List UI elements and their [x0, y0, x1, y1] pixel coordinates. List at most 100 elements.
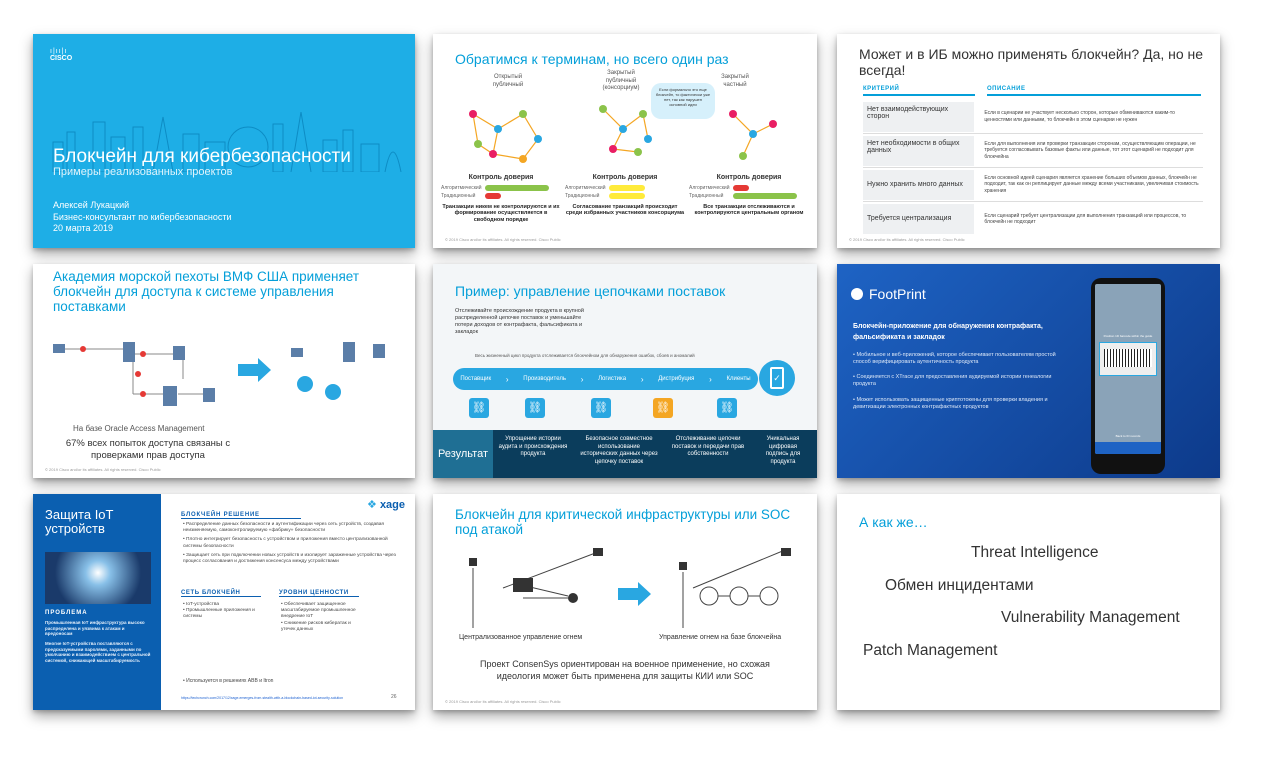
slide8-title: Блокчейн для критической инфраструктуры … — [455, 507, 791, 537]
type-label-private: Закрытый частный — [721, 74, 749, 88]
stage-manufacturer: Производитель — [523, 376, 566, 382]
result-item: Отслеживание цепочки поставок и передачи… — [671, 436, 745, 457]
problem-heading: ПРОБЛЕМА — [45, 610, 88, 616]
centralized-caption: Централизованное управление огнем — [459, 634, 583, 641]
value-heading: УРОВНИ ЦЕННОСТИ — [279, 590, 359, 597]
network-item: Промышленные приложения и системы — [183, 608, 255, 620]
lifecycle-caption: Весь жизненный цикл продукта отслеживает… — [475, 353, 695, 358]
mobile-verify-icon: ✓ — [759, 360, 795, 396]
table-row: Нет взаимодействующих сторон Если в сцен… — [863, 100, 1203, 134]
value-list: • Обеспечивает защищенное масштабируемое… — [281, 602, 356, 632]
used-in-note: • Используется в решениях ABB и Itron — [183, 678, 274, 684]
criteria-table: Нет взаимодействующих сторон Если в сцен… — [863, 100, 1203, 236]
barcode-scan-area — [1099, 342, 1157, 376]
slide2-title: Обратимся к терминам, но всего один раз — [455, 51, 729, 67]
slide-what-about[interactable]: А как же… Threat Intelligence Обмен инци… — [837, 494, 1220, 710]
slide-footer: © 2019 Cisco and/or its affiliates. All … — [849, 237, 965, 242]
column-header-description: ОПИСАНИЕ — [987, 86, 1201, 96]
access-architecture-diagram — [53, 342, 385, 406]
value-item: Снижение рисков кибератак и утечек данны… — [281, 620, 351, 632]
slide5-intro: Отслеживайте происхождение продукта в кр… — [455, 308, 584, 336]
slide3-title: Может и в ИБ можно применять блокчейн? Д… — [859, 46, 1204, 79]
algo-bar — [485, 185, 549, 192]
slide-footprint[interactable]: FootPrint Блокчейн-приложение для обнару… — [837, 264, 1220, 478]
consensys-note: Проект ConsenSys ориентирован на военное… — [480, 659, 770, 682]
slide-critical-infrastructure[interactable]: Блокчейн для критической инфраструктуры … — [433, 494, 817, 710]
slide9-title: А как же… — [859, 514, 928, 530]
bullet-item: Мобильное и веб-приложений, которое обес… — [853, 352, 1056, 366]
chain-link-icon: ⛓ — [525, 398, 545, 418]
slide4-title: Академия морской пехоты ВМФ США применяе… — [53, 269, 360, 314]
solution-item: Плотно интегрирует безопасность с устрой… — [183, 537, 388, 549]
results-band: Результат Упрощение истории аудита и про… — [433, 430, 817, 478]
source-link[interactable]: https://techcrunch.com/2017/12/xage-emer… — [181, 696, 344, 700]
slide-iot-protection[interactable]: Защита IoT устройств ПРОБЛЕМА Промышленн… — [33, 494, 415, 710]
solution-list: • Распределение данных безопасности и ау… — [183, 522, 396, 565]
slide1-subtitle: Примеры реализованных проектов — [53, 166, 233, 178]
slide-terms[interactable]: Обратимся к терминам, но всего один раз … — [433, 34, 817, 248]
table-row: Требуется централизация Если сценарий тр… — [863, 202, 1203, 236]
chain-link-icon: ⛓ — [717, 398, 737, 418]
stage-pipeline: Поставщик › Производитель › Логистика › … — [453, 368, 758, 390]
slide-title[interactable]: ı|ıı|ı CISCO Блокчейн для кибербезопасно… — [33, 34, 415, 248]
table-row: Нужно хранить много данных Если основной… — [863, 168, 1203, 202]
column-header-criteria: КРИТЕРИЙ — [863, 86, 975, 96]
solution-heading: БЛОКЧЕЙН РЕШЕНИЕ — [181, 512, 301, 519]
stage-supplier: Поставщик — [460, 376, 492, 382]
solution-item: Распределение данных безопасности и ауте… — [183, 522, 384, 534]
topic-incident-exchange: Обмен инцидентами — [885, 577, 1034, 594]
phone-screen: Position 1D barcode within the guide Bac… — [1095, 284, 1161, 454]
topic-patch-management: Patch Management — [863, 642, 998, 659]
slide-supply-chain[interactable]: Пример: управление цепочками поставок От… — [433, 264, 817, 478]
slide1-author-block: Алексей Лукацкий Бизнес-консультант по к… — [53, 200, 232, 235]
topic-threat-intelligence: Threat Intelligence — [971, 544, 1099, 561]
trad-bar — [485, 193, 501, 200]
stage-logistics: Логистика — [598, 376, 627, 382]
result-item: Упрощение истории аудита и происхождения… — [498, 436, 568, 457]
value-item: Обеспечивает защищенное масштабируемое п… — [281, 602, 356, 620]
problem-item: Промышленная IoT инфраструктура высоко р… — [45, 620, 145, 637]
slide-marines-academy[interactable]: Академия морской пехоты ВМФ США применяе… — [33, 264, 415, 478]
footprint-brand: FootPrint — [869, 286, 926, 302]
trad-bar — [733, 193, 797, 200]
scan-instruction: Position 1D barcode within the guide — [1103, 334, 1153, 338]
phone-tabbar — [1095, 442, 1161, 454]
trust-control-private: Контроль доверия Алгоритмический Традици… — [689, 174, 804, 217]
problem-list: Промышленная IoT инфраструктура высоко р… — [45, 620, 153, 663]
algo-bar — [609, 185, 645, 192]
slide-applicability[interactable]: Может и в ИБ можно применять блокчейн? Д… — [837, 34, 1220, 248]
bullet-item: Может использовать защищенные криптотоке… — [853, 396, 1048, 410]
algo-bar — [733, 185, 749, 192]
slide7-title: Защита IoT устройств — [45, 507, 114, 537]
barcode-icon — [1104, 349, 1152, 367]
slide1-title: Блокчейн для кибербезопасности — [53, 146, 351, 167]
cisco-logo: ı|ıı|ı CISCO — [50, 48, 73, 62]
presentation-date: 20 марта 2019 — [53, 223, 114, 234]
slide6-heading: Блокчейн-приложение для обнаружения конт… — [853, 323, 1043, 341]
bullet-item: Соединяется с XTrace для предоставления … — [853, 374, 1052, 388]
phone-mockup: Position 1D barcode within the guide Bac… — [1091, 278, 1165, 474]
solution-item: Защищает сеть при подключении новых устр… — [183, 552, 396, 565]
network-heading: СЕТЬ БЛОКЧЕЙН — [181, 590, 261, 597]
trad-bar — [609, 193, 645, 200]
speech-bubble: Если формально это еще блокчейн, то факт… — [651, 83, 715, 119]
slide4-caption: На базе Oracle Access Management — [73, 424, 205, 433]
slide4-statistic: 67% всех попыток доступа связаны с прове… — [65, 438, 231, 462]
trust-control-open: Контроль доверия Алгоритмический Традици… — [441, 174, 560, 224]
stage-clients: Клиенты — [726, 376, 751, 382]
author-name: Алексей Лукацкий — [53, 200, 130, 210]
page-number: 26 — [391, 694, 397, 700]
city-skyline-illustration — [52, 112, 402, 172]
xage-logo: ❖ xage — [367, 499, 406, 511]
topic-vulnerability-management: Vulnerability Management — [1001, 609, 1180, 626]
network-list: • IoT-устройства • Промышленные приложен… — [183, 602, 255, 620]
blockchain-caption: Управление огнем на базе блокчейна — [659, 634, 782, 641]
type-label-consortium: Закрытый публичный (консорциум) — [602, 70, 640, 91]
back-link[interactable]: Back to ID records — [1115, 434, 1141, 438]
slide-footer: © 2019 Cisco and/or its affiliates. All … — [445, 237, 561, 242]
table-row: Нет необходимости в общих данных Если дл… — [863, 134, 1203, 168]
slide-footer: © 2019 Cisco and/or its affiliates. All … — [45, 467, 161, 472]
slide6-bullets: • Мобильное и веб-приложений, которое об… — [853, 352, 1056, 410]
broken-chain-link-icon: ⛓ — [653, 398, 673, 418]
chain-link-icon: ⛓ — [591, 398, 611, 418]
